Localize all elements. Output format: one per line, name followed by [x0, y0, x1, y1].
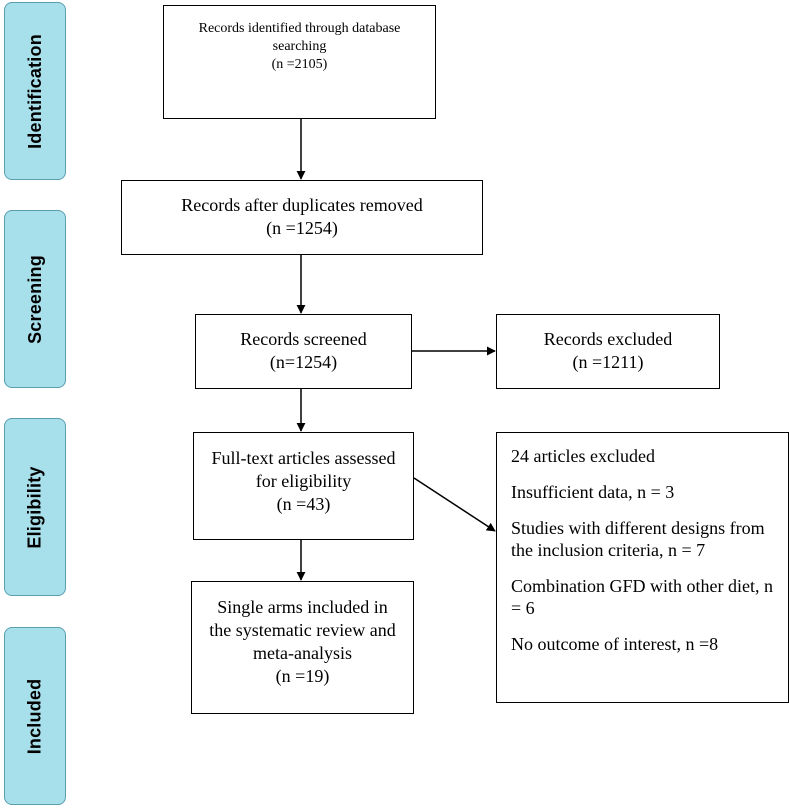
articles-excluded-box: 24 articles excluded Insufficient data, …	[496, 432, 789, 703]
exclusion-reason: Insufficient data, n = 3	[511, 482, 675, 502]
records-excluded-text: Records excluded	[543, 329, 673, 349]
included-text-1: Single arms included in	[217, 597, 388, 617]
duplicates-removed-box: Records after duplicates removed (n =125…	[121, 180, 483, 255]
exclusion-reason: Combination GFD with other diet, n = 6	[511, 576, 773, 618]
phase-identification-label: Identification	[4, 2, 66, 180]
arrow-fulltext-to-articles-excluded	[413, 477, 496, 532]
included-text-3: meta-analysis	[253, 643, 352, 663]
fulltext-assessed-text-1: Full-text articles assessed	[211, 448, 396, 468]
fulltext-assessed-box: Full-text articles assessed for eligibil…	[193, 432, 414, 540]
records-screened-box: Records screened (n=1254)	[195, 314, 412, 389]
fulltext-assessed-count: (n =43)	[276, 494, 331, 514]
exclusion-reason: Studies with different designs from the …	[511, 518, 765, 560]
articles-excluded-header: 24 articles excluded	[511, 446, 655, 466]
included-text-2: the systematic review and	[209, 620, 396, 640]
records-identified-count: (n =2105)	[271, 57, 328, 72]
phase-included-label: Included	[4, 627, 66, 805]
records-identified-box: Records identified through database sear…	[163, 5, 436, 119]
duplicates-removed-text: Records after duplicates removed	[181, 195, 423, 215]
phase-screening-label: Screening	[4, 210, 66, 388]
records-identified-text-1: Records identified through database	[198, 21, 401, 36]
fulltext-assessed-text-2: for eligibility	[255, 471, 352, 491]
duplicates-removed-count: (n =1254)	[266, 218, 338, 238]
exclusion-reason: No outcome of interest, n =8	[511, 634, 719, 654]
records-identified-text-2: searching	[272, 39, 327, 54]
included-studies-box: Single arms included in the systematic r…	[191, 581, 414, 714]
records-screened-text: Records screened	[240, 329, 367, 349]
records-screened-count: (n=1254)	[269, 352, 338, 372]
included-count: (n =19)	[275, 666, 330, 686]
phase-eligibility-label: Eligibility	[4, 418, 66, 596]
records-excluded-box: Records excluded (n =1211)	[496, 314, 720, 389]
records-excluded-count: (n =1211)	[572, 352, 644, 372]
